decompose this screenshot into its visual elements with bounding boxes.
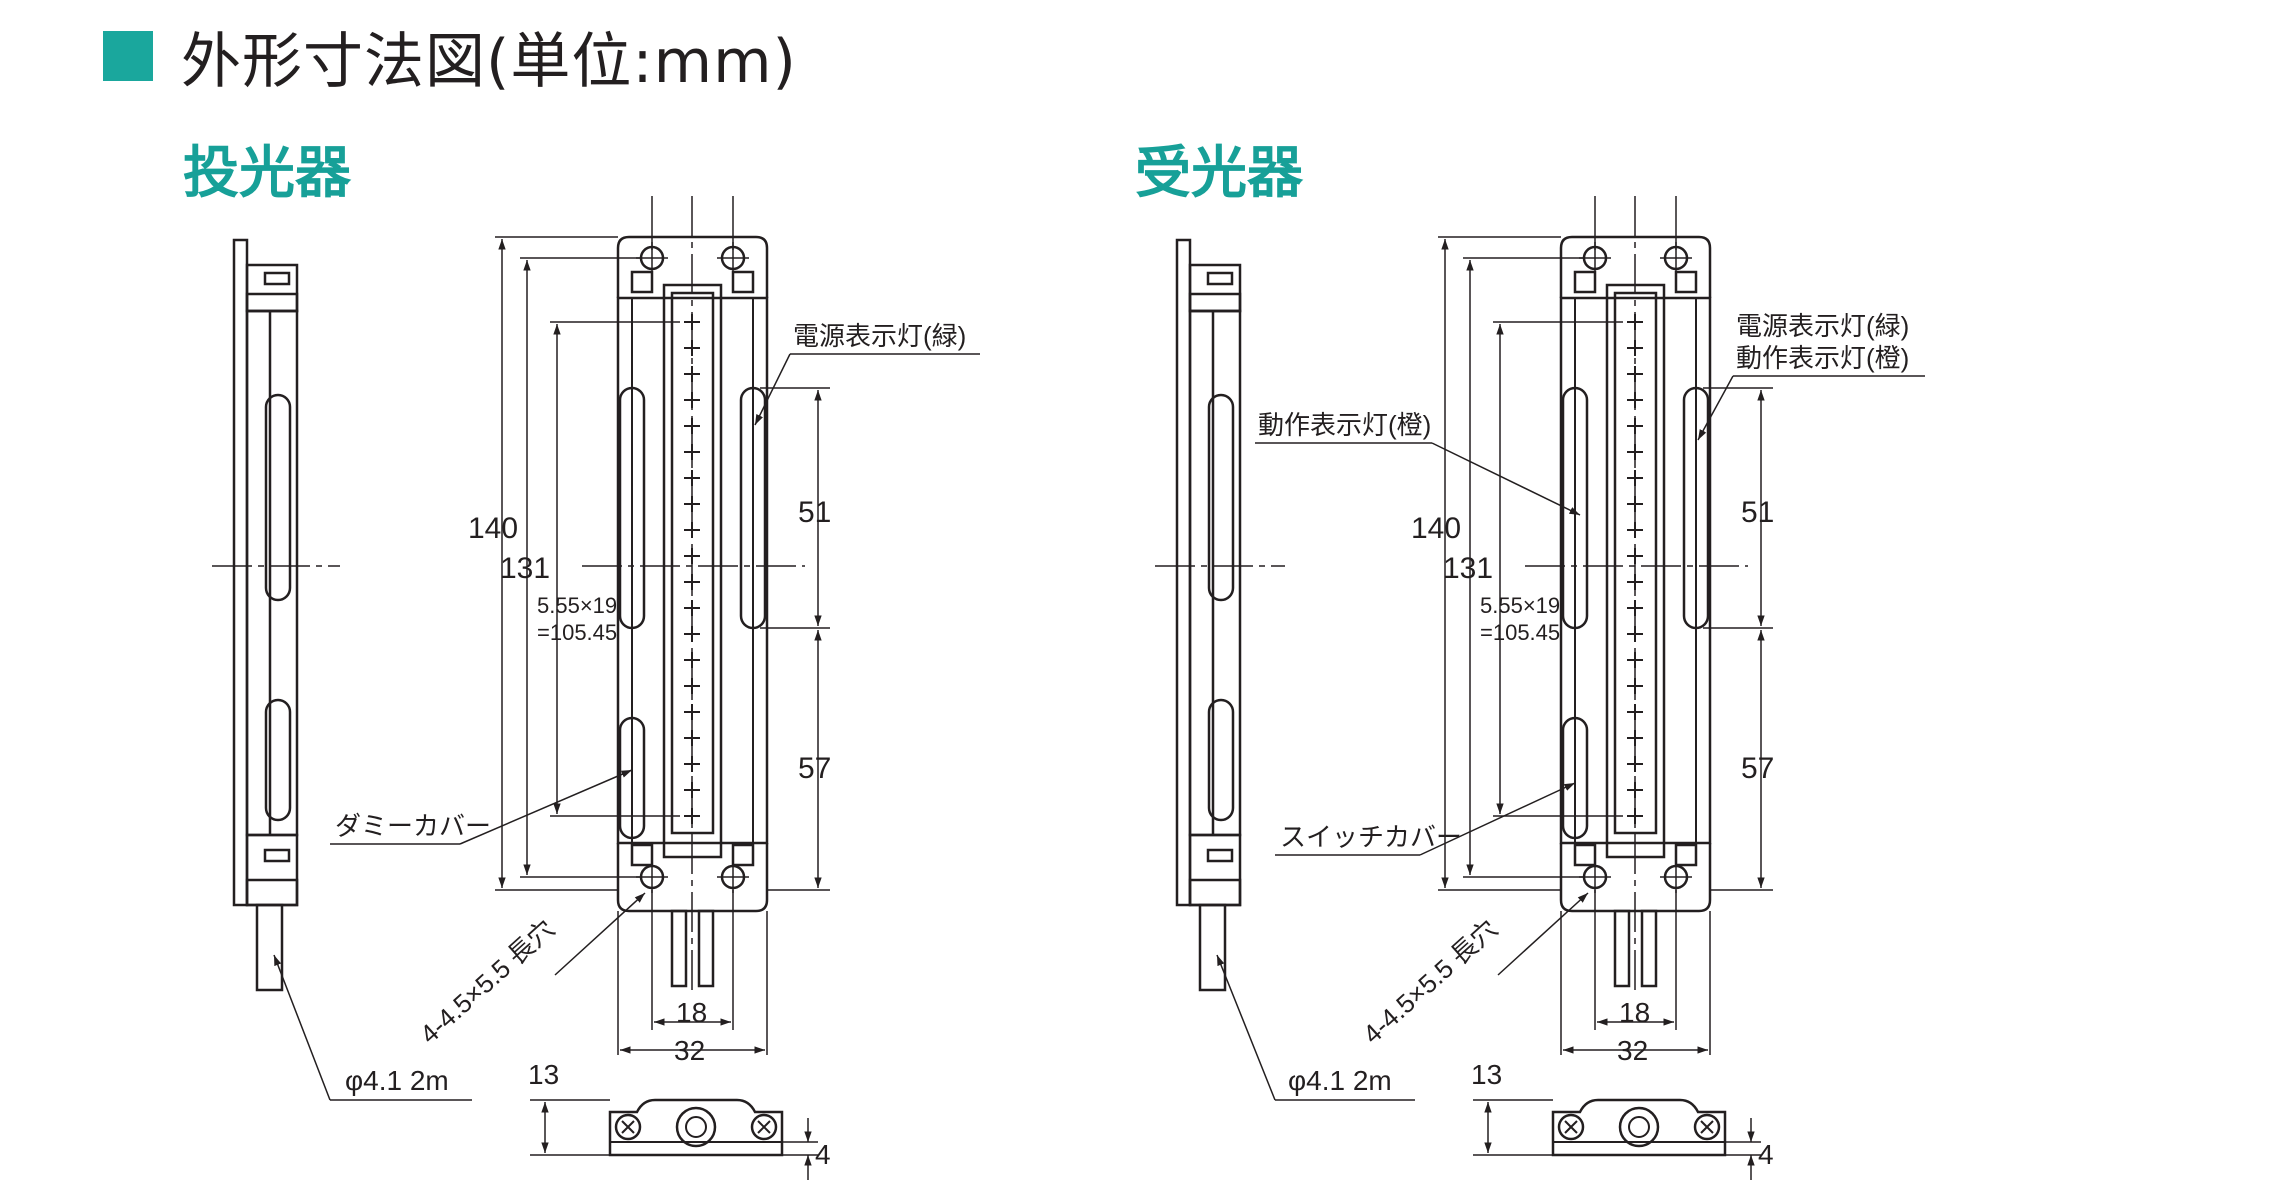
emitter-cover-label: ダミーカバー [335, 811, 491, 841]
emitter-dim-4: 4 [815, 1139, 831, 1170]
emitter-side-view [212, 238, 340, 992]
receiver-front-view [1525, 196, 1748, 990]
header-square-icon [103, 31, 153, 81]
emitter-drawing [212, 196, 980, 1180]
emitter-dim-131: 131 [500, 552, 550, 585]
receiver-dim-131: 131 [1443, 552, 1493, 585]
page-title: 外形寸法図(単位:mm) [181, 26, 797, 97]
emitter-dim-18: 18 [676, 997, 707, 1028]
emitter-dim-pitch-total: =105.45 [537, 620, 617, 645]
receiver-dim-pitch: 5.55×19 [1480, 593, 1560, 618]
emitter-leaders [273, 353, 980, 1101]
emitter-title: 投光器 [183, 141, 351, 206]
receiver-slot-label: 4-4.5×5.5 長穴 [1357, 914, 1503, 1050]
receiver-indicator-label: 電源表示灯(緑) [1736, 311, 1909, 341]
receiver-dim-18: 18 [1619, 997, 1650, 1028]
receiver-dim-4: 4 [1758, 1139, 1774, 1170]
receiver-operation-label: 動作表示灯(橙) [1258, 410, 1431, 440]
page-header: 外形寸法図(単位:mm) [103, 16, 797, 97]
receiver-dim-140: 140 [1411, 512, 1461, 545]
receiver-cable-label: φ4.1 2m [1288, 1065, 1392, 1096]
receiver-drawing [1155, 196, 1925, 1180]
emitter-dim-32: 32 [674, 1035, 705, 1066]
receiver-bottom-view [1473, 1098, 1761, 1180]
receiver-leaders [1216, 375, 1925, 1101]
emitter-cable-label: φ4.1 2m [345, 1065, 449, 1096]
emitter-dimension-lines [495, 236, 830, 1055]
receiver-dimension-lines [1438, 236, 1773, 1055]
emitter-dim-13: 13 [528, 1059, 559, 1090]
emitter-indicator-label: 電源表示灯(緑) [793, 321, 966, 351]
receiver-dim-32: 32 [1617, 1035, 1648, 1066]
receiver-dim-pitch-total: =105.45 [1480, 620, 1560, 645]
receiver-title: 受光器 [1135, 141, 1303, 206]
receiver-dim-57: 57 [1741, 752, 1774, 785]
emitter-dim-140: 140 [468, 512, 518, 545]
receiver-dim-51: 51 [1741, 496, 1774, 529]
emitter-dim-pitch: 5.55×19 [537, 593, 617, 618]
receiver-cover-label: スイッチカバー [1280, 822, 1462, 852]
receiver-side-view [1155, 238, 1285, 992]
emitter-slot-label: 4-4.5×5.5 長穴 [414, 914, 560, 1050]
receiver-dim-13: 13 [1471, 1059, 1502, 1090]
emitter-dim-57: 57 [798, 752, 831, 785]
emitter-dim-51: 51 [798, 496, 831, 529]
receiver-indicator2-label: 動作表示灯(橙) [1736, 343, 1909, 373]
emitter-bottom-view [530, 1098, 818, 1180]
emitter-front-view [582, 196, 805, 990]
